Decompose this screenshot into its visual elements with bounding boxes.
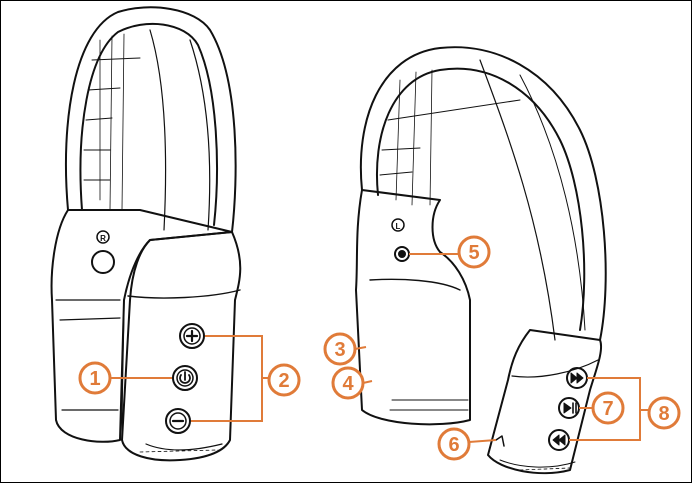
headphones-diagram: R (0, 0, 692, 483)
diagram-frame (0, 0, 692, 483)
